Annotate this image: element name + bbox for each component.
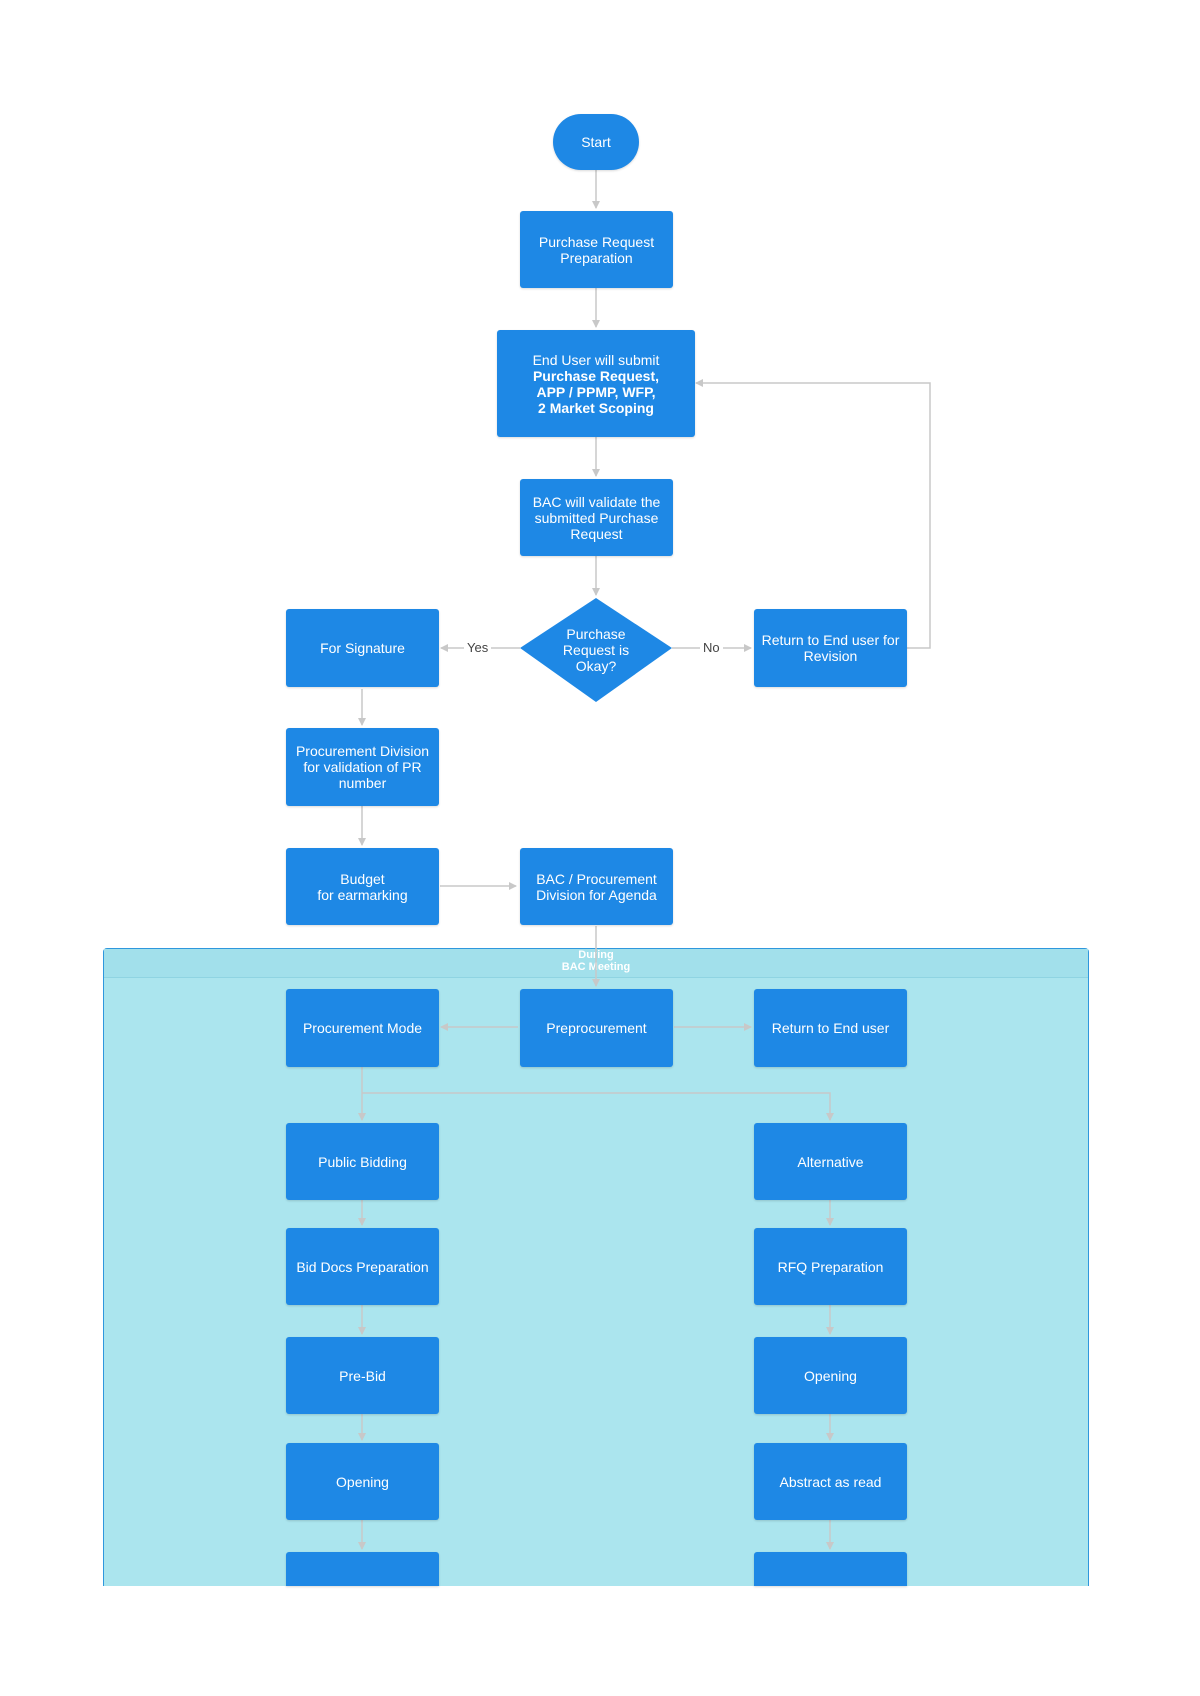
purchase-request-decision: Purchase Request is Okay? (520, 598, 672, 702)
bac-agenda-node: BAC / Procurement Division for Agenda (520, 848, 673, 925)
bid-docs-preparation-label: Bid Docs Preparation (296, 1258, 429, 1275)
pre-bid-label: Pre-Bid (339, 1367, 386, 1384)
pre-bid-node: Pre-Bid (286, 1337, 439, 1414)
procurement-mode-label: Procurement Mode (302, 1020, 423, 1036)
alternative-node: Alternative (754, 1123, 907, 1200)
decision-label: Purchase Request is Okay? (562, 626, 630, 674)
yes-edge-label: Yes (464, 640, 492, 656)
abstract-as-read-node: Abstract as read (754, 1443, 907, 1520)
start-label: Start (581, 134, 611, 150)
swimlane-header: During BAC Meeting (104, 949, 1088, 978)
opening-alternative-node: Opening (754, 1337, 907, 1414)
public-bidding-label: Public Bidding (318, 1153, 407, 1170)
bac-validate-label: BAC will validate the submitted Purchase… (532, 493, 661, 542)
end-user-submit-intro: End User will submit (532, 351, 660, 368)
public-bidding-node: Public Bidding (286, 1123, 439, 1200)
rfq-preparation-node: RFQ Preparation (754, 1228, 907, 1305)
opening-bidding-node: Opening (286, 1443, 439, 1520)
abstract-as-read-label: Abstract as read (779, 1473, 882, 1490)
preprocurement-label: Preprocurement (546, 1020, 647, 1036)
return-for-revision-label: Return to End user for Revision (761, 632, 900, 664)
end-user-submit-node: End User will submit Purchase Request, A… (497, 330, 695, 437)
decision-diamond-shape (520, 598, 672, 702)
opening-alternative-label: Opening (804, 1367, 857, 1384)
return-to-end-user-label: Return to End user (771, 1020, 890, 1036)
end-user-submit-docs: Purchase Request, APP / PPMP, WFP, 2 Mar… (532, 367, 660, 416)
bid-docs-preparation-node: Bid Docs Preparation (286, 1228, 439, 1305)
bac-validate-node: BAC will validate the submitted Purchase… (520, 479, 673, 556)
procurement-division-validation-node: Procurement Division for validation of P… (286, 728, 439, 806)
procurement-mode-node: Procurement Mode (286, 989, 439, 1067)
start-node: Start (553, 114, 639, 170)
next-step-bidding-node (286, 1552, 439, 1586)
preprocurement-node: Preprocurement (520, 989, 673, 1067)
budget-earmarking-label: Budget for earmarking (317, 870, 408, 903)
rfq-preparation-label: RFQ Preparation (777, 1258, 884, 1275)
purchase-request-preparation-label: Purchase Request Preparation (538, 233, 655, 266)
return-to-end-user-node: Return to End user (754, 989, 907, 1067)
alternative-label: Alternative (797, 1153, 864, 1170)
no-edge-label: No (700, 640, 723, 656)
opening-bidding-label: Opening (336, 1473, 389, 1490)
budget-earmarking-node: Budget for earmarking (286, 848, 439, 925)
swimlane-title: During BAC Meeting (561, 949, 631, 973)
purchase-request-preparation-node: Purchase Request Preparation (520, 211, 673, 288)
for-signature-node: For Signature (286, 609, 439, 687)
next-step-alternative-node (754, 1552, 907, 1586)
bac-agenda-label: BAC / Procurement Division for Agenda (536, 870, 657, 903)
procurement-division-validation-label: Procurement Division for validation of P… (295, 743, 430, 791)
return-for-revision-node: Return to End user for Revision (754, 609, 907, 687)
for-signature-label: For Signature (320, 640, 405, 656)
